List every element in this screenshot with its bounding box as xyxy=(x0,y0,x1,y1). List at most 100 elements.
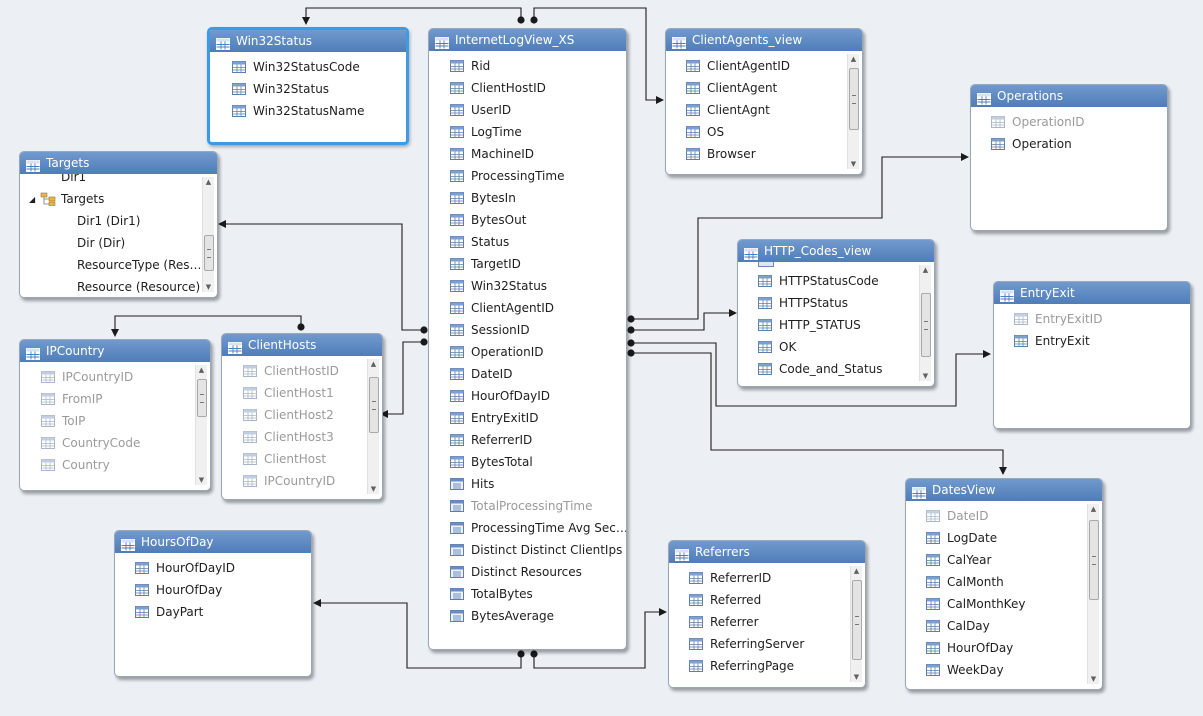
column-row[interactable]: HourOfDayID xyxy=(450,385,626,407)
column-row[interactable]: OS xyxy=(686,121,862,143)
scrollbar[interactable]: ▲▼ xyxy=(1087,504,1099,684)
hierarchy-level[interactable]: Dir (Dir) xyxy=(77,232,200,254)
column-row[interactable]: HourOfDay xyxy=(135,579,311,601)
column-row[interactable]: HourOfDayID xyxy=(135,557,311,579)
column-row[interactable]: ClientHost2 xyxy=(243,404,382,426)
scrollbar[interactable]: ▲▼ xyxy=(850,566,862,682)
tree-group-targets[interactable]: ◢ Targets xyxy=(29,192,105,206)
column-row[interactable]: ReferrerID xyxy=(689,567,865,589)
measure-row[interactable]: Distinct Resources xyxy=(450,561,626,583)
measure-row[interactable]: ProcessingTime Avg Sec… xyxy=(450,517,626,539)
column-row[interactable]: HTTPStatusCode xyxy=(758,270,934,292)
column-row[interactable]: SessionID xyxy=(450,319,626,341)
column-row[interactable]: EntryExit xyxy=(1014,330,1190,352)
column-row[interactable]: Browser xyxy=(686,143,862,165)
scrollbar[interactable]: ▲▼ xyxy=(202,177,214,292)
column-row[interactable]: ReferrerID xyxy=(450,429,626,451)
column-row[interactable]: ReferringServer xyxy=(689,633,865,655)
measure-row[interactable]: BytesAverage xyxy=(450,605,626,627)
hierarchy-level[interactable]: ResourceType (Res… xyxy=(77,254,200,276)
collapse-triangle-icon[interactable]: ◢ xyxy=(29,194,36,204)
table-header[interactable]: HTTP_Codes_view xyxy=(738,240,934,262)
column-row[interactable]: BytesOut xyxy=(450,209,626,231)
column-row[interactable]: IPCountryID xyxy=(243,470,382,492)
table-header[interactable]: Referrers xyxy=(669,541,865,563)
table-header[interactable]: InternetLogView_XS xyxy=(429,29,626,51)
column-row[interactable]: Win32StatusCode xyxy=(232,56,406,78)
column-row[interactable]: ToIP xyxy=(41,410,210,432)
measure-row[interactable]: TotalProcessingTime xyxy=(450,495,626,517)
column-row[interactable]: Code_and_Status xyxy=(758,358,934,380)
column-row[interactable]: EntryExitID xyxy=(1014,308,1190,330)
column-row[interactable]: Rid xyxy=(450,55,626,77)
column-row[interactable]: ClientAgentID xyxy=(450,297,626,319)
column-row[interactable]: ClientHost1 xyxy=(243,382,382,404)
column-row[interactable]: DateID xyxy=(450,363,626,385)
scrollbar[interactable]: ▲▼ xyxy=(847,54,859,169)
scrollbar[interactable]: ▲▼ xyxy=(919,265,931,381)
column-row[interactable]: HTTP_STATUS xyxy=(758,314,934,336)
column-row[interactable]: ProcessingTime xyxy=(450,165,626,187)
table-header[interactable]: Operations xyxy=(971,85,1167,107)
table-header[interactable]: ClientHosts xyxy=(222,334,382,356)
column-row[interactable]: DateID xyxy=(926,505,1102,527)
column-row[interactable]: CountryCode xyxy=(41,432,210,454)
column-row[interactable]: ClientAgent xyxy=(686,77,862,99)
column-row[interactable]: ClientAgnt xyxy=(686,99,862,121)
column-row[interactable]: ClientHost xyxy=(243,448,382,470)
table-header[interactable]: Win32Status xyxy=(210,30,406,52)
hierarchy-level[interactable]: Dir1 (Dir1) xyxy=(77,210,200,232)
column-row[interactable]: ReferringPage xyxy=(689,655,865,677)
measure-row[interactable]: TotalBytes xyxy=(450,583,626,605)
column-row[interactable]: CalMonth xyxy=(926,571,1102,593)
column-row[interactable]: OperationID xyxy=(450,341,626,363)
measure-row[interactable]: Hits xyxy=(450,473,626,495)
table-header[interactable]: Targets xyxy=(20,152,217,174)
hierarchy-level[interactable]: Resource (Resource) xyxy=(77,276,200,295)
column-row[interactable]: HourOfDay xyxy=(926,637,1102,659)
column-row[interactable]: CalYear xyxy=(926,549,1102,571)
column-row[interactable]: LogTime xyxy=(450,121,626,143)
column-row[interactable]: EntryExitID xyxy=(450,407,626,429)
column-row[interactable]: FromIP xyxy=(41,388,210,410)
column-row[interactable]: ClientHostID xyxy=(450,77,626,99)
column-row[interactable]: Win32Status xyxy=(232,78,406,100)
column-row[interactable]: Win32Status xyxy=(450,275,626,297)
column-row[interactable]: Referred xyxy=(689,589,865,611)
column-row[interactable]: IPCountryID xyxy=(41,366,210,388)
column-row[interactable]: MachineID xyxy=(450,143,626,165)
scrollbar[interactable]: ▲▼ xyxy=(367,359,379,494)
column-row[interactable]: CalMonthKey xyxy=(926,593,1102,615)
column-row[interactable]: Referrer xyxy=(689,611,865,633)
column-row[interactable]: LogDate xyxy=(926,527,1102,549)
column-row[interactable]: Win32StatusName xyxy=(232,100,406,122)
column-row[interactable]: OperationID xyxy=(991,111,1167,133)
column-row[interactable]: BytesIn xyxy=(450,187,626,209)
column-row[interactable]: Status xyxy=(450,231,626,253)
scrollbar[interactable]: ▲▼ xyxy=(195,365,207,485)
table-targets[interactable]: Targets Dir1 ◢ Targets Dir1 (Dir1)Dir (D… xyxy=(19,151,218,298)
table-header[interactable]: DatesView xyxy=(906,479,1102,501)
table-header[interactable]: ClientAgents_view xyxy=(666,29,862,51)
table-header[interactable]: HoursOfDay xyxy=(115,531,311,553)
column-row[interactable]: BytesTotal xyxy=(450,451,626,473)
column-row[interactable]: WeekDay xyxy=(926,659,1102,681)
column-row[interactable]: DayPart xyxy=(135,601,311,623)
column-row[interactable]: ClientHost3 xyxy=(243,426,382,448)
column-row[interactable]: ClientAgentID xyxy=(686,55,862,77)
tree-item[interactable]: Dir1 xyxy=(40,174,200,188)
table-header[interactable]: EntryExit xyxy=(994,282,1190,304)
column-row[interactable]: Country xyxy=(41,454,210,476)
measure-row[interactable]: Distinct Distinct ClientIps xyxy=(450,539,626,561)
column-row[interactable]: CalDay xyxy=(926,615,1102,637)
